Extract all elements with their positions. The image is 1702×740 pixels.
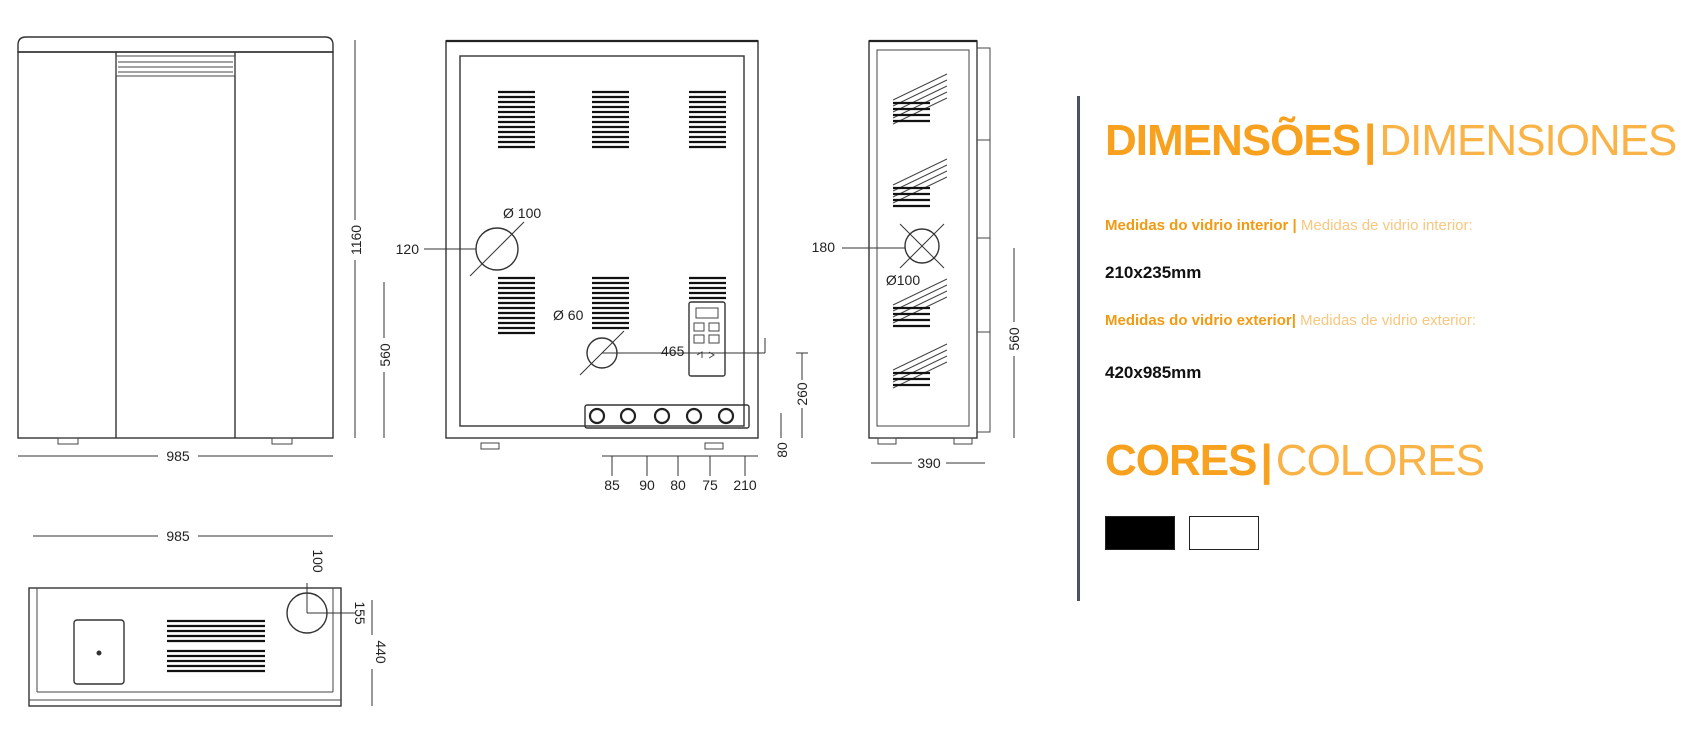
inner-glass-label-es: Medidas de vidrio interior: [1300, 217, 1473, 234]
connector-strip [584, 404, 750, 429]
control-panel [688, 301, 726, 377]
dim-back-dia-large: Ø 100 [503, 205, 541, 221]
dim-side-dia: Ø100 [886, 272, 920, 288]
color-swatches [1105, 516, 1259, 550]
dim-side-height: 560 [1006, 327, 1022, 351]
dim-back-spacing-3: 80 [670, 477, 686, 493]
colors-heading: CORES|COLORES [1105, 436, 1485, 486]
info-panel: DIMENSÕES|DIMENSIONES Medidas do vidrio … [1077, 96, 1677, 601]
dim-back-spacing-4: 75 [702, 477, 718, 493]
dim-top-width: 985 [166, 528, 190, 544]
inner-glass-separator: | [1292, 217, 1297, 234]
front-view: 985 1160 560 [17, 36, 393, 464]
dim-back-height-260: 260 [794, 382, 810, 406]
dimensions-heading: DIMENSÕES|DIMENSIONES [1105, 116, 1677, 166]
dim-back-dia-small: Ø 60 [553, 307, 584, 323]
color-swatch-white[interactable] [1189, 516, 1259, 550]
inner-glass-label: Medidas do vidrio interior | Medidas de … [1105, 217, 1473, 234]
dim-front-height: 1160 [348, 225, 364, 255]
outer-glass-label: Medidas do vidrio exterior| Medidas de v… [1105, 312, 1476, 329]
dim-back-offset-465: 465 [661, 343, 685, 359]
dim-top-depth: 440 [373, 640, 389, 664]
colors-heading-pt: CORES [1105, 436, 1257, 485]
color-swatch-black[interactable] [1105, 516, 1175, 550]
dim-side-offset: 180 [812, 239, 836, 255]
dim-back-height-80: 80 [774, 442, 790, 458]
side-outlet [904, 228, 940, 264]
dimensions-heading-pt: DIMENSÕES [1105, 116, 1361, 165]
top-view: 985 100 155 440 [28, 528, 389, 707]
dimensions-heading-es: DIMENSIONES [1379, 116, 1677, 165]
dim-top-offset: 155 [352, 601, 368, 625]
heading-separator: | [1364, 116, 1376, 165]
back-view: 120 Ø 100 Ø 60 465 260 80 85 90 80 [396, 39, 811, 493]
inner-glass-label-pt: Medidas do vidrio interior [1105, 217, 1289, 234]
dim-front-outlet-height: 560 [377, 343, 393, 367]
inner-glass-value: 210x235mm [1105, 263, 1202, 282]
outer-glass-separator: | [1291, 312, 1296, 329]
back-vent-grille [498, 90, 726, 335]
colors-heading-separator: | [1260, 436, 1272, 485]
dim-back-offset-left: 120 [396, 241, 420, 257]
vertical-divider [1077, 96, 1080, 601]
dim-back-spacing-2: 90 [639, 477, 655, 493]
top-hatch [73, 619, 125, 685]
outer-glass-label-es: Medidas de vidrio exterior: [1300, 312, 1477, 329]
side-view: 180 Ø100 390 560 [812, 39, 1023, 471]
dim-front-width: 985 [166, 448, 190, 464]
dim-top-dia: 100 [310, 549, 326, 573]
outer-glass-label-pt: Medidas do vidrio exterior [1105, 312, 1292, 329]
dim-side-depth: 390 [917, 455, 941, 471]
outer-glass-value: 420x985mm [1105, 363, 1202, 382]
dim-back-spacing-1: 85 [604, 477, 620, 493]
side-louvres [892, 73, 948, 389]
colors-heading-es: COLORES [1275, 436, 1485, 485]
dim-back-spacing-5: 210 [733, 477, 757, 493]
top-vent-grille [167, 619, 265, 673]
